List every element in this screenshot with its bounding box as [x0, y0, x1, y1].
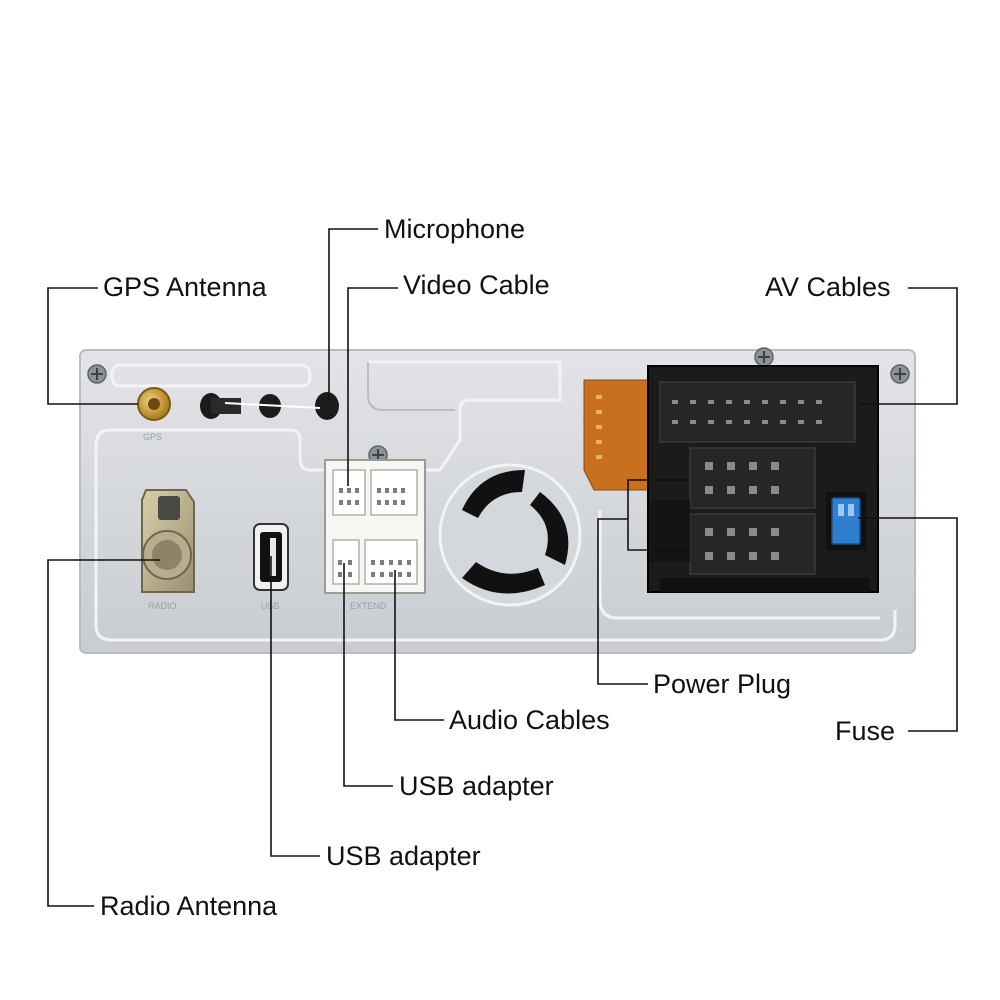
flex-cable — [583, 379, 651, 491]
leader-lines — [47, 228, 958, 907]
leader-line-radio — [47, 559, 160, 907]
leader-line-fuse — [858, 517, 958, 732]
extend-connector-block — [324, 459, 426, 594]
screw-icon — [754, 347, 774, 367]
leader-line-microphone — [328, 228, 378, 400]
fuse — [826, 492, 866, 550]
gps-mark: GPS — [143, 432, 162, 442]
label-power-plug: Power Plug — [653, 669, 792, 699]
leader-line-usb-adapter-2 — [270, 556, 320, 857]
gps-connector — [137, 387, 171, 421]
leader-line-power — [597, 518, 688, 685]
label-microphone: Microphone — [384, 214, 526, 244]
leader-line-av — [860, 287, 958, 405]
microphone-jacks — [200, 392, 339, 420]
label-usb-adapter-1: USB adapter — [399, 771, 554, 801]
av-power-connector — [647, 365, 879, 593]
fan-vent — [438, 463, 582, 607]
label-audio-cables: Audio Cables — [449, 705, 610, 735]
label-usb-adapter-2: USB adapter — [326, 841, 481, 871]
radio-mark: RADIO — [148, 601, 177, 611]
leader-line-usb-adapter-1 — [343, 563, 393, 787]
label-gps-antenna: GPS Antenna — [103, 272, 267, 302]
radio-antenna-connector — [141, 489, 195, 593]
leader-line-video — [347, 287, 398, 486]
leader-line-gps — [47, 287, 138, 405]
label-av-cables: AV Cables — [765, 272, 891, 302]
leader-line-audio — [394, 570, 444, 721]
screw-icon — [890, 364, 910, 384]
screw-icon — [87, 364, 107, 384]
label-radio-antenna: Radio Antenna — [100, 891, 278, 921]
extend-mark: EXTEND — [350, 601, 387, 611]
label-fuse: Fuse — [835, 716, 896, 746]
label-video-cable: Video Cable — [403, 270, 550, 300]
leader-line-power-upper — [627, 479, 688, 519]
